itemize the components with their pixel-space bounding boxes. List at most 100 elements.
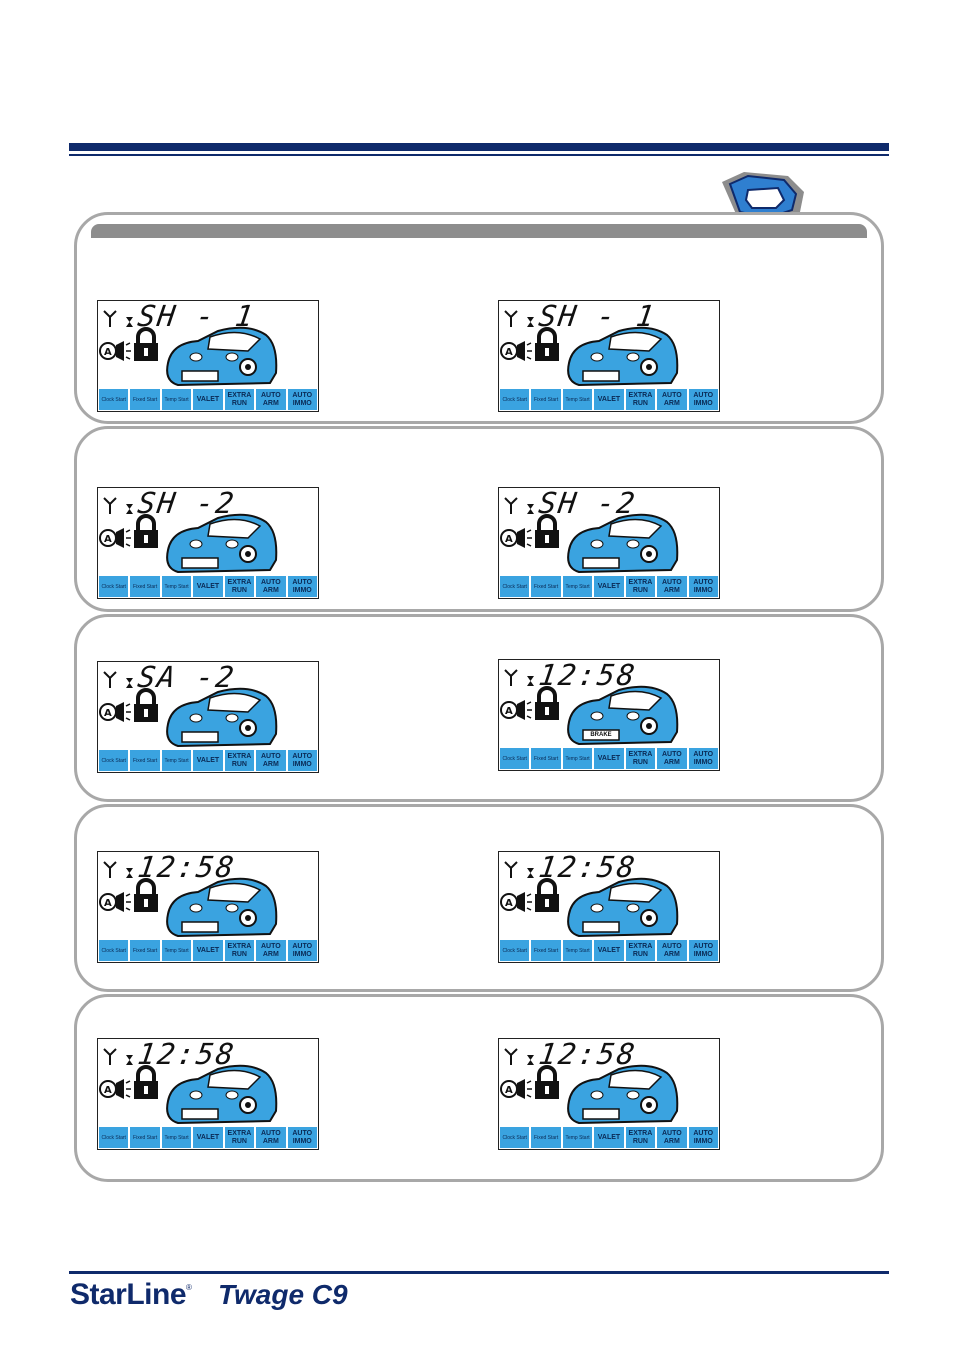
antenna-icon bbox=[104, 311, 116, 327]
lcd-function-label: AUTOARM bbox=[256, 940, 285, 961]
antenna-icon bbox=[104, 862, 116, 878]
siren-icon: A bbox=[100, 1079, 131, 1099]
lcd-function-label: EXTRARUN bbox=[225, 940, 254, 961]
lcd-function-label: Clock Start bbox=[500, 940, 529, 961]
lcd-function-label: AUTOIMMO bbox=[288, 1127, 317, 1148]
lcd-function-label: AUTOARM bbox=[657, 748, 686, 769]
antenna-icon bbox=[505, 498, 517, 514]
siren-icon: A bbox=[501, 700, 532, 720]
hourglass-icon bbox=[527, 504, 534, 514]
brand-registered-mark: ® bbox=[186, 1283, 192, 1292]
lcd-function-label: AUTOARM bbox=[256, 389, 285, 410]
lcd-display-text: 12:58 bbox=[537, 1040, 638, 1069]
lcd-function-label: Fixed Start bbox=[130, 389, 159, 410]
lcd-function-label: VALET bbox=[193, 750, 222, 771]
lcd-display-text: 12:58 bbox=[136, 1040, 237, 1069]
hourglass-icon bbox=[527, 676, 534, 686]
lcd-function-label: Fixed Start bbox=[130, 940, 159, 961]
svg-text:A: A bbox=[104, 708, 112, 719]
svg-text:A: A bbox=[505, 534, 513, 545]
lcd-function-label: EXTRARUN bbox=[225, 750, 254, 771]
antenna-icon bbox=[505, 1049, 517, 1065]
lcd-function-label: Temp Start bbox=[162, 389, 191, 410]
lock-icon bbox=[134, 516, 158, 548]
lcd-function-label: Fixed Start bbox=[531, 389, 560, 410]
lcd-function-label: AUTOARM bbox=[256, 1127, 285, 1148]
lock-icon bbox=[134, 1067, 158, 1099]
lcd-display-text: 12:58 bbox=[537, 661, 638, 690]
brand-name: StarLine bbox=[70, 1278, 186, 1312]
lcd-function-label: Clock Start bbox=[500, 389, 529, 410]
svg-text:A: A bbox=[505, 347, 513, 358]
lcd-function-label: Fixed Start bbox=[130, 750, 159, 771]
car-icon bbox=[568, 1066, 677, 1123]
top-rule bbox=[69, 143, 889, 159]
lcd-function-label: Clock Start bbox=[99, 750, 128, 771]
lcd-function-label: Fixed Start bbox=[531, 940, 560, 961]
svg-text:A: A bbox=[104, 1085, 112, 1096]
hourglass-icon bbox=[527, 317, 534, 327]
lcd-function-label: VALET bbox=[193, 1127, 222, 1148]
lock-icon bbox=[535, 329, 559, 361]
lcd-function-label: EXTRARUN bbox=[626, 940, 655, 961]
car-icon bbox=[167, 879, 276, 936]
svg-text:A: A bbox=[104, 534, 112, 545]
lcd-display-text: SH -2 bbox=[136, 489, 237, 518]
lcd-function-label: AUTOIMMO bbox=[288, 389, 317, 410]
antenna-icon bbox=[505, 311, 517, 327]
footer-rule bbox=[69, 1271, 889, 1274]
lcd-function-label: VALET bbox=[594, 748, 623, 769]
lcd-function-buttons: Clock StartFixed StartTemp StartVALETEXT… bbox=[500, 748, 718, 769]
lock-icon bbox=[535, 516, 559, 548]
lcd-display-text: 12:58 bbox=[537, 853, 638, 882]
lcd-function-buttons: Clock StartFixed StartTemp StartVALETEXT… bbox=[99, 576, 317, 597]
lcd-function-label: Clock Start bbox=[500, 1127, 529, 1148]
hourglass-icon bbox=[126, 317, 133, 327]
car-icon bbox=[167, 689, 276, 746]
lcd-function-label: Temp Start bbox=[162, 1127, 191, 1148]
lcd-function-buttons: Clock StartFixed StartTemp StartVALETEXT… bbox=[99, 1127, 317, 1148]
antenna-icon bbox=[104, 498, 116, 514]
car-icon bbox=[167, 515, 276, 572]
lcd-function-label: VALET bbox=[594, 940, 623, 961]
lcd-function-label: Clock Start bbox=[99, 940, 128, 961]
hourglass-icon bbox=[126, 1055, 133, 1065]
lcd-display-text: SH -2 bbox=[537, 489, 638, 518]
siren-icon: A bbox=[501, 892, 532, 912]
hourglass-icon bbox=[126, 868, 133, 878]
lcd-display-text: SH - 1 bbox=[136, 302, 257, 331]
lcd-function-label: Clock Start bbox=[99, 389, 128, 410]
car-icon bbox=[568, 515, 677, 572]
lcd-function-label: Clock Start bbox=[500, 576, 529, 597]
antenna-icon bbox=[505, 862, 517, 878]
svg-text:A: A bbox=[505, 706, 513, 717]
svg-text:A: A bbox=[104, 898, 112, 909]
lcd-function-label: Fixed Start bbox=[531, 576, 560, 597]
antenna-icon bbox=[104, 1049, 116, 1065]
svg-text:A: A bbox=[104, 347, 112, 358]
lcd-function-label: Temp Start bbox=[563, 940, 592, 961]
lcd-function-label: VALET bbox=[193, 576, 222, 597]
lcd-function-label: AUTOARM bbox=[256, 576, 285, 597]
siren-icon: A bbox=[100, 892, 131, 912]
siren-icon: A bbox=[100, 341, 131, 361]
car-icon bbox=[568, 328, 677, 385]
siren-icon: A bbox=[100, 528, 131, 548]
plate-label: BRAKE bbox=[583, 730, 619, 740]
lcd-function-label: AUTOARM bbox=[657, 576, 686, 597]
lcd-function-label: VALET bbox=[193, 389, 222, 410]
car-icon bbox=[167, 328, 276, 385]
